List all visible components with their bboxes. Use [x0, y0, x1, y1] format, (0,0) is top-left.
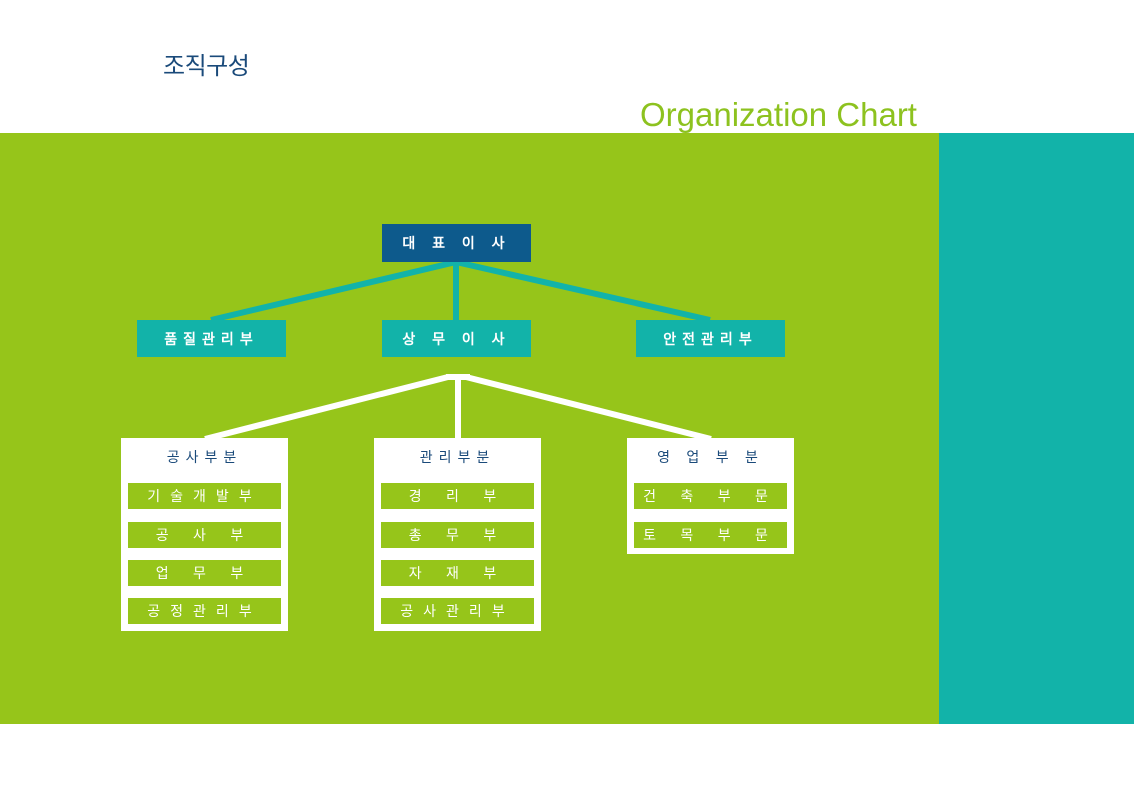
dept-item: 공 사 부: [128, 522, 281, 548]
division-title: 관리부분: [419, 450, 496, 466]
dept-item: 공정관리부: [128, 598, 281, 624]
executive-director-box: 상 무 이 사: [382, 320, 531, 357]
sales-division: 영 업 부 분 건 축 부 문 토 목 부 문: [627, 438, 794, 554]
dept-item: 기술개발부: [128, 483, 281, 509]
connector-ceo-quality: [210, 259, 457, 323]
dept-item: 경 리 부: [381, 483, 534, 509]
division-title: 공사부분: [166, 450, 243, 466]
side-accent-panel: [939, 133, 1134, 724]
dept-item: 공사관리부: [381, 598, 534, 624]
ceo-box: 대 표 이 사: [382, 224, 531, 262]
construction-division: 공사부분 기술개발부 공 사 부 업 무 부 공정관리부: [121, 438, 288, 631]
dept-item: 건 축 부 문: [634, 483, 787, 509]
safety-management-box: 안전관리부: [636, 320, 785, 357]
page-title: 조직구성: [163, 52, 250, 80]
dept-item: 자 재 부: [381, 560, 534, 586]
dept-item: 업 무 부: [128, 560, 281, 586]
management-division: 관리부분 경 리 부 총 무 부 자 재 부 공사관리부: [374, 438, 541, 631]
division-title: 영 업 부 분: [657, 450, 764, 466]
dept-item: 총 무 부: [381, 522, 534, 548]
dept-item: 토 목 부 문: [634, 522, 787, 548]
connector-exec-construction: [204, 374, 449, 442]
connector-exec-sales: [465, 374, 712, 442]
page-subtitle: Organization Chart: [640, 96, 917, 133]
connector-ceo-safety: [455, 259, 711, 323]
quality-management-box: 품질관리부: [137, 320, 286, 357]
